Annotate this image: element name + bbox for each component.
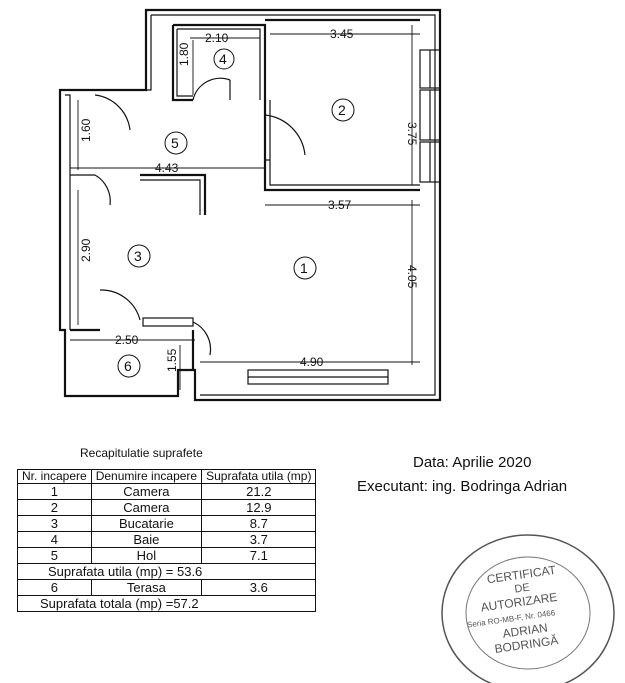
cell-name: Camera [90, 499, 203, 516]
room-marker-1: 1 [293, 256, 317, 280]
cell-nr: 1 [17, 483, 92, 500]
svg-text:4: 4 [219, 51, 227, 67]
table-row: 3 Bucatarie 8.7 [17, 515, 317, 532]
hall-walls [70, 94, 207, 215]
cell-area: 3.6 [201, 579, 317, 596]
svg-text:6: 6 [124, 358, 132, 374]
stamp-line-2: DE [514, 582, 531, 596]
window-right [419, 49, 441, 183]
terrace-row: 6 Terasa 3.6 [17, 579, 317, 596]
bathroom-walls [171, 23, 267, 102]
cell-name: Terasa [90, 579, 203, 596]
svg-text:1: 1 [300, 260, 308, 276]
room-marker-3: 3 [127, 244, 151, 268]
svg-text:5: 5 [171, 135, 179, 151]
cell-area: 8.7 [201, 515, 317, 532]
window-bottom [247, 369, 389, 385]
dim-4-43: 4.43 [155, 161, 179, 175]
cell-name: Hol [90, 547, 203, 564]
floor-plan: 2.10 1.80 3.45 3.75 1.60 4.43 3.57 2.90 … [58, 8, 442, 402]
useful-total-row: Suprafata utila (mp) = 53.6 [16, 563, 317, 580]
table-row: 1 Camera 21.2 [17, 483, 317, 500]
dim-2-90: 2.90 [79, 238, 93, 262]
stamp-line-5: ADRIAN [502, 620, 549, 640]
cell-area: 21.2 [201, 483, 317, 500]
dim-1-60: 1.60 [79, 118, 93, 142]
header-nr: Nr. incapere [17, 469, 92, 484]
executant-label: Executant: ing. Bodringa Adrian [357, 478, 568, 495]
svg-text:3: 3 [134, 248, 142, 264]
header-name: Denumire incapere [90, 469, 203, 484]
dim-4-90: 4.90 [300, 355, 324, 369]
cell-name: Camera [90, 483, 203, 500]
dim-1-55: 1.55 [165, 348, 179, 372]
room-marker-6: 6 [117, 354, 141, 378]
kitchen-walls [70, 289, 212, 370]
recap-table: Nr. incapere Denumire incapere Suprafata… [16, 469, 317, 612]
dim-3-75: 3.75 [405, 122, 419, 146]
authorization-stamp: CERTIFICAT DE AUTORIZARE Seria RO-MB-F, … [441, 534, 615, 683]
useful-total: Suprafata utila (mp) = 53.6 [16, 563, 317, 580]
room-2-walls [263, 18, 420, 192]
dim-2-50: 2.50 [115, 333, 139, 347]
room-marker-4: 4 [213, 48, 235, 70]
outer-walls [58, 8, 442, 402]
table-row: 4 Baie 3.7 [17, 531, 317, 548]
cell-nr: 2 [17, 499, 92, 516]
table-header-row: Nr. incapere Denumire incapere Suprafata… [17, 469, 317, 484]
grand-total: Suprafata totala (mp) =57.2 [16, 595, 317, 612]
grand-total-row: Suprafata totala (mp) =57.2 [16, 595, 317, 612]
cell-area: 7.1 [201, 547, 317, 564]
dim-2-10: 2.10 [205, 31, 229, 45]
cell-area: 12.9 [201, 499, 317, 516]
dim-3-45: 3.45 [330, 27, 354, 41]
dim-4-05: 4.05 [405, 265, 419, 289]
dim-3-57: 3.57 [328, 198, 352, 212]
recap-title: Recapitulatie suprafete [80, 446, 203, 460]
dim-1-80: 1.80 [177, 42, 191, 66]
cell-nr: 6 [17, 579, 92, 596]
cell-name: Baie [90, 531, 203, 548]
cell-nr: 3 [17, 515, 92, 532]
svg-text:2: 2 [338, 102, 346, 118]
header-area: Suprafata utila (mp) [201, 469, 317, 484]
cell-area: 3.7 [201, 531, 317, 548]
cell-nr: 5 [17, 547, 92, 564]
cell-nr: 4 [17, 531, 92, 548]
dimension-lines [70, 25, 420, 390]
room-marker-5: 5 [164, 131, 188, 155]
table-row: 5 Hol 7.1 [17, 547, 317, 564]
cell-name: Bucatarie [90, 515, 203, 532]
date-label: Data: Aprilie 2020 [413, 454, 532, 471]
room-marker-2: 2 [331, 98, 355, 122]
table-row: 2 Camera 12.9 [17, 499, 317, 516]
